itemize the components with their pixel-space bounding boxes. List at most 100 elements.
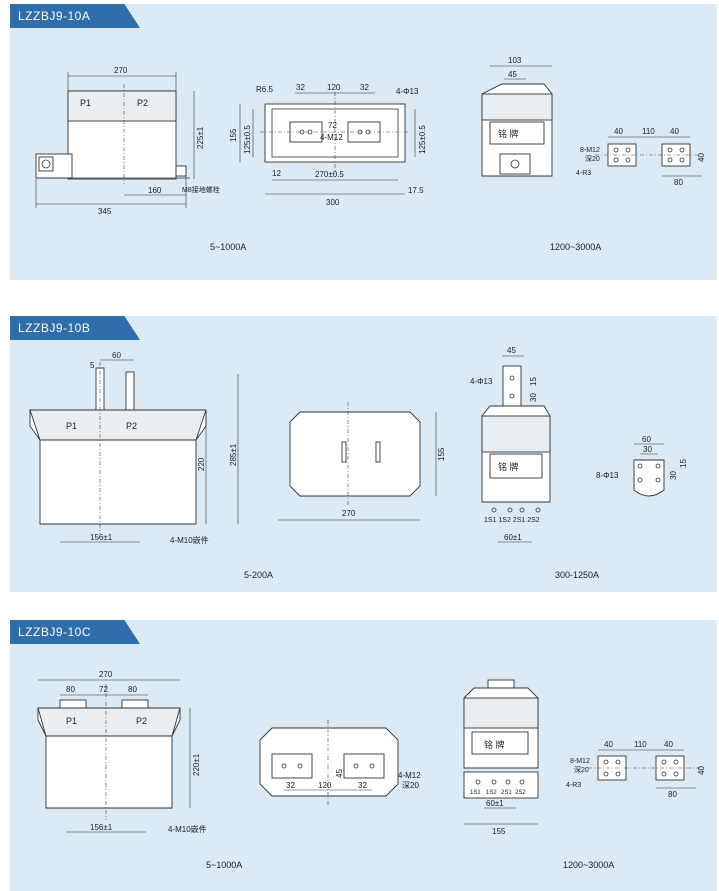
label-b-plate: 铭 牌: [498, 461, 519, 472]
label-a-m12d: 8-M12: [580, 147, 600, 154]
label-c-s110: 110: [634, 740, 647, 749]
label-c-w270: 270: [99, 670, 113, 679]
label-b-s60: 60: [642, 435, 651, 444]
label-b-h220: 220: [197, 457, 206, 471]
label-c-w155: 155: [492, 827, 506, 836]
label-b-term: 1S1 1S2 2S1 2S2: [484, 517, 540, 524]
label-a-w160: 160: [148, 186, 162, 195]
label-b-v30b: 30: [669, 471, 678, 480]
label-a-d32b: 32: [360, 83, 369, 92]
label-a-r65: R6.5: [256, 85, 273, 94]
label-c-depth20: 深20: [402, 781, 419, 790]
label-a-d72: 72: [328, 121, 337, 130]
section-title-b: LZZBJ9-10B: [10, 316, 140, 340]
label-b-h285: 285±1: [229, 443, 238, 466]
label-c-h220: 220±1: [192, 753, 201, 776]
label-a-d270b: 270±0.5: [315, 170, 344, 179]
label-b-d5: 5: [90, 361, 95, 370]
label-c-m12: 4-M12: [398, 771, 421, 780]
label-a-s110: 110: [642, 127, 655, 136]
label-b-w45: 45: [507, 346, 516, 355]
label-b-h155: 155: [437, 447, 446, 461]
label-a-r3: 4-R3: [576, 170, 591, 177]
front-view-c: 270 80 72 80 P1 P2 220±1 156±1 4-M10嵌件: [37, 670, 207, 834]
label-c-w60: 60±1: [486, 799, 504, 808]
top-view-c: 45 32 120 32 4-M12 深20: [259, 720, 421, 806]
label-c-s40b: 40: [664, 740, 673, 749]
label-a-d120: 120: [327, 83, 341, 92]
label-b-s30: 30: [643, 445, 652, 454]
terminal-detail-c: 40 110 40 8-M12 深20 4-R3 40 80: [566, 740, 706, 799]
label-a-s40b: 40: [670, 127, 679, 136]
panel-lzzbj9-10a: LZZBJ9-10A 5~1000A 1200~3000A P1 P2 270: [10, 4, 717, 280]
label-c-d120: 120: [318, 781, 332, 790]
side-view-c: 铭 牌 1S1 1S2 2S1 2S2 60±1 155: [463, 679, 539, 836]
label-c-v45: 45: [335, 769, 344, 778]
panel-lzzbj9-10c: LZZBJ9-10C 5~1000A 1200~3000A 270 80 72 …: [10, 620, 717, 891]
label-c-d80a: 80: [66, 685, 75, 694]
label-a-p1: P1: [80, 98, 91, 108]
label-a-d32a: 32: [296, 83, 305, 92]
label-c-plate: 铭 牌: [484, 739, 505, 750]
label-a-m12: 4-M12: [320, 133, 343, 142]
label-b-w270: 270: [342, 509, 356, 518]
section-title-c: LZZBJ9-10C: [10, 620, 140, 644]
label-a-w345: 345: [98, 207, 112, 216]
label-c-r3: 4-R3: [566, 782, 581, 789]
drawing-c: 270 80 72 80 P1 P2 220±1 156±1 4-M10嵌件 4…: [37, 670, 706, 836]
label-b-m10: 4-M10嵌件: [170, 535, 209, 545]
label-b-w156: 156±1: [90, 533, 113, 542]
front-view-a: P1 P2 270 225±1 160 345 M8接地螺栓: [35, 66, 220, 216]
label-b-v15b: 15: [679, 459, 688, 468]
label-c-t2: 1S2: [486, 790, 497, 796]
panel-lzzbj9-10b: LZZBJ9-10B 5-200A 300-1250A 60 5 P1 P2 2…: [10, 316, 717, 592]
label-a-depth20: 深20: [585, 154, 600, 163]
drawing-a: P1 P2 270 225±1 160 345 M8接地螺栓: [35, 56, 706, 216]
label-a-hole13: 4-Φ13: [396, 87, 419, 96]
label-b-hole13: 4-Φ13: [470, 377, 493, 386]
label-c-d80b: 80: [128, 685, 137, 694]
rating-c-1: 5~1000A: [206, 860, 243, 870]
side-view-b: 45 4-Φ13 15 30 铭 牌 1S1 1S2 2S1 2S2 60±1: [470, 346, 551, 543]
front-view-b: 60 5 P1 P2 220 285±1 156±1 4-M10嵌件: [29, 351, 239, 545]
label-a-h225: 225±1: [196, 126, 205, 149]
label-c-s80: 80: [668, 790, 677, 799]
side-view-a: 103 45 铭 牌: [481, 56, 553, 177]
label-b-p2: P2: [126, 421, 137, 431]
terminal-detail-a: 40 110 40 8-M12 深20 4-R3 40 80: [576, 127, 706, 187]
label-a-w103: 103: [508, 56, 522, 65]
label-a-d175: 17.5: [408, 186, 424, 195]
label-a-h125a: 125±0.5: [243, 125, 252, 154]
label-b-hole13b: 8-Φ13: [596, 471, 619, 480]
rating-b-1: 5-200A: [244, 570, 274, 580]
label-a-earth: M8接地螺栓: [182, 185, 220, 194]
section-title-a: LZZBJ9-10A: [10, 4, 140, 28]
label-c-d72: 72: [99, 685, 108, 694]
label-c-m12d: 8-M12: [570, 758, 590, 765]
label-c-p1: P1: [66, 716, 77, 726]
rating-a-1: 5~1000A: [210, 242, 247, 252]
label-a-s80: 80: [674, 178, 683, 187]
top-view-b: 155 270: [278, 402, 446, 521]
rating-b-2: 300-1250A: [555, 570, 600, 580]
label-a-h155: 155: [229, 128, 238, 142]
rating-a-2: 1200~3000A: [550, 242, 602, 252]
label-c-t1: 1S1: [470, 790, 481, 796]
label-c-w156: 156±1: [90, 823, 113, 832]
label-c-d32a: 32: [286, 781, 295, 790]
label-b-w60: 60±1: [504, 533, 522, 542]
label-b-d60: 60: [112, 351, 121, 360]
label-c-depth20b: 深20: [574, 765, 589, 774]
rating-c-2: 1200~3000A: [563, 860, 615, 870]
label-a-s40v: 40: [697, 153, 706, 162]
label-c-m10: 4-M10嵌件: [168, 824, 207, 834]
label-a-plate: 铭 牌: [498, 128, 519, 139]
label-b-v15: 15: [529, 377, 538, 386]
label-b-p1: P1: [66, 421, 77, 431]
drawing-b: 60 5 P1 P2 220 285±1 156±1 4-M10嵌件 155 2…: [29, 346, 688, 545]
label-c-t3: 2S1: [501, 790, 512, 796]
label-c-s40a: 40: [604, 740, 613, 749]
top-view-a: R6.5 32 120 32 4-Φ13 72 4-M12 155 125±0.…: [229, 83, 427, 207]
label-a-w270: 270: [114, 66, 128, 75]
label-b-v30: 30: [529, 393, 538, 402]
